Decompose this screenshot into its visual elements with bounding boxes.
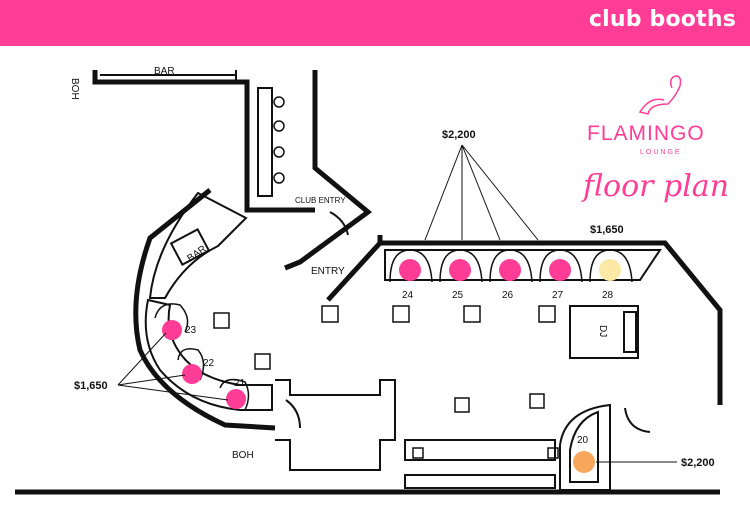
booth-seat[interactable] [399, 259, 421, 281]
booth-25[interactable]: 25 [449, 259, 471, 301]
booth-28[interactable]: 28 [599, 259, 621, 301]
flamingo-logo[interactable]: FLAMINGO LOUNGE floor plan [581, 75, 729, 204]
area-boh-top: BOH [69, 78, 80, 100]
booth-24[interactable]: 24 [399, 259, 421, 301]
area-boh-bottom: BOH [232, 450, 254, 461]
booth-seat[interactable] [226, 389, 246, 409]
booth-label: 22 [203, 358, 215, 369]
booth-20[interactable]: 20 [573, 435, 595, 473]
walls [15, 70, 723, 495]
price-booths-21-23: $1,650 [74, 380, 108, 392]
booth-label: 23 [185, 325, 197, 336]
price-booth-28: $1,650 [590, 224, 624, 236]
area-entry: ENTRY [311, 266, 345, 277]
booth-seat[interactable] [573, 451, 595, 473]
flamingo-icon [638, 75, 682, 115]
booth-26[interactable]: 26 [499, 259, 521, 301]
cocktail-tables [213, 305, 559, 459]
booth-seat[interactable] [549, 259, 571, 281]
booth-label: 26 [502, 290, 514, 301]
price-booths-24-27: $2,200 [442, 129, 476, 141]
header-bar: club booths [0, 0, 750, 46]
area-dj: DJ [597, 325, 608, 337]
brand-tagline: floor plan [581, 169, 729, 204]
booth-label: 20 [577, 435, 589, 446]
booth-21[interactable]: 21 [226, 378, 246, 409]
booth-23[interactable]: 23 [162, 320, 197, 340]
bar-stools [273, 96, 285, 184]
booth-seat[interactable] [182, 364, 202, 384]
booth-seat[interactable] [162, 320, 182, 340]
area-bar-top: BAR [154, 66, 175, 77]
area-bar-side: BAR [185, 244, 208, 265]
booth-label: 28 [602, 290, 614, 301]
booth-label: 25 [452, 290, 464, 301]
brand-name: FLAMINGO [587, 122, 705, 145]
page-title: club booths [588, 7, 736, 32]
brand-sub: LOUNGE [640, 149, 682, 156]
booth-seat[interactable] [499, 259, 521, 281]
inner-walls [100, 70, 662, 491]
booth-seat[interactable] [599, 259, 621, 281]
price-leader-lines [117, 144, 677, 463]
price-booth-20: $2,200 [681, 457, 715, 469]
area-club-entry: CLUB ENTRY [295, 196, 346, 205]
booth-22[interactable]: 22 [182, 358, 215, 384]
booth-label: 27 [552, 290, 564, 301]
booth-benches [154, 249, 633, 411]
booth-label: 24 [402, 290, 414, 301]
booth-27[interactable]: 27 [549, 259, 571, 301]
booth-seat[interactable] [449, 259, 471, 281]
booth-label: 21 [234, 378, 246, 389]
